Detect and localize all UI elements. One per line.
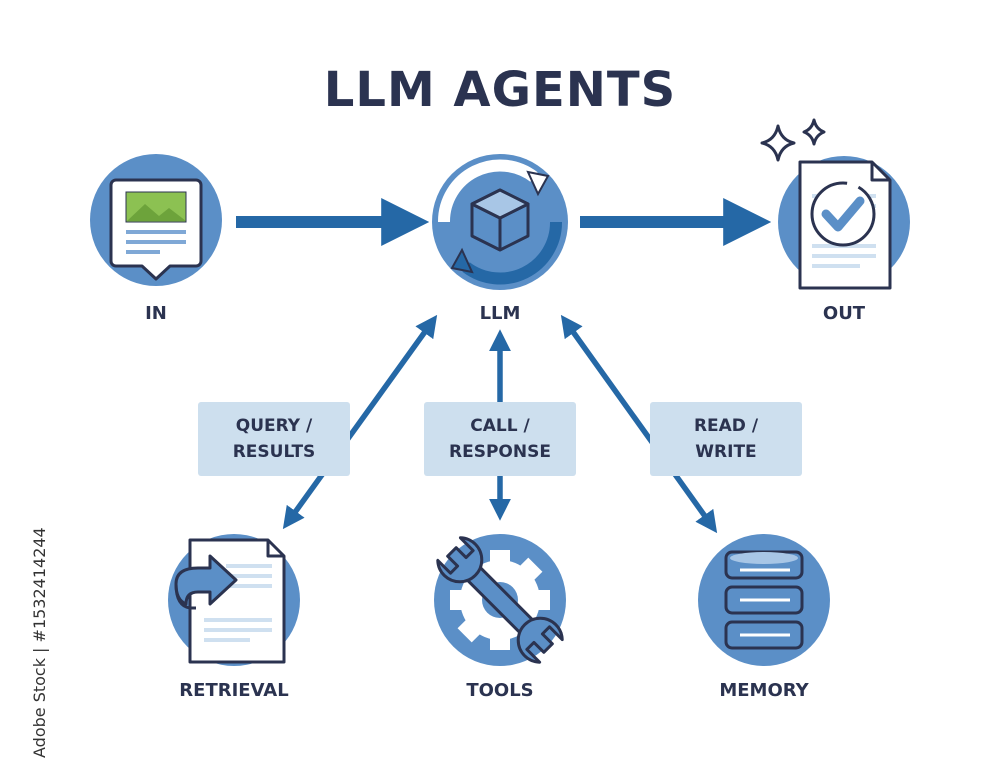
node-memory (698, 534, 830, 666)
edge-label-line: CALL / (470, 416, 530, 436)
edge-label-line: RESULTS (232, 442, 316, 462)
node-llm (432, 154, 568, 290)
edge-label-line: WRITE (695, 442, 757, 462)
node-label-in: IN (145, 303, 167, 324)
arrow-llm-memory (560, 314, 718, 534)
watermark-text: Adobe Stock | #1532414244 (30, 527, 49, 758)
node-label-out: OUT (822, 303, 866, 324)
node-label-retrieval: RETRIEVAL (179, 680, 289, 701)
diagram-title: LLM AGENTS (323, 62, 677, 118)
database-icon (724, 550, 804, 650)
node-label-llm: LLM (479, 303, 521, 324)
node-label-memory: MEMORY (719, 680, 809, 701)
document-image-icon (109, 178, 203, 281)
node-label-tools: TOOLS (466, 680, 534, 701)
edge-label-line: RESPONSE (449, 442, 551, 462)
edge-label-call-response: CALL / RESPONSE (424, 402, 576, 476)
edge-label-line: READ / (693, 416, 759, 436)
node-in (90, 154, 222, 286)
stock-watermark: Adobe Stock | #1532414244 (8, 527, 49, 758)
node-retrieval (168, 534, 300, 666)
sparkle-icon (760, 118, 826, 162)
edge-label-line: QUERY / (235, 416, 313, 436)
edge-label-read-write: READ / WRITE (650, 402, 802, 476)
arrows (236, 198, 772, 534)
node-tools (434, 534, 566, 666)
wrench-icon (436, 536, 564, 664)
document-check-icon (798, 160, 892, 290)
document-arrow-icon (174, 538, 286, 664)
node-out (760, 118, 910, 290)
cube-cycle-icon (437, 159, 563, 285)
arrow-llm-retrieval (282, 314, 438, 530)
edge-label-query-results: QUERY / RESULTS (198, 402, 350, 476)
